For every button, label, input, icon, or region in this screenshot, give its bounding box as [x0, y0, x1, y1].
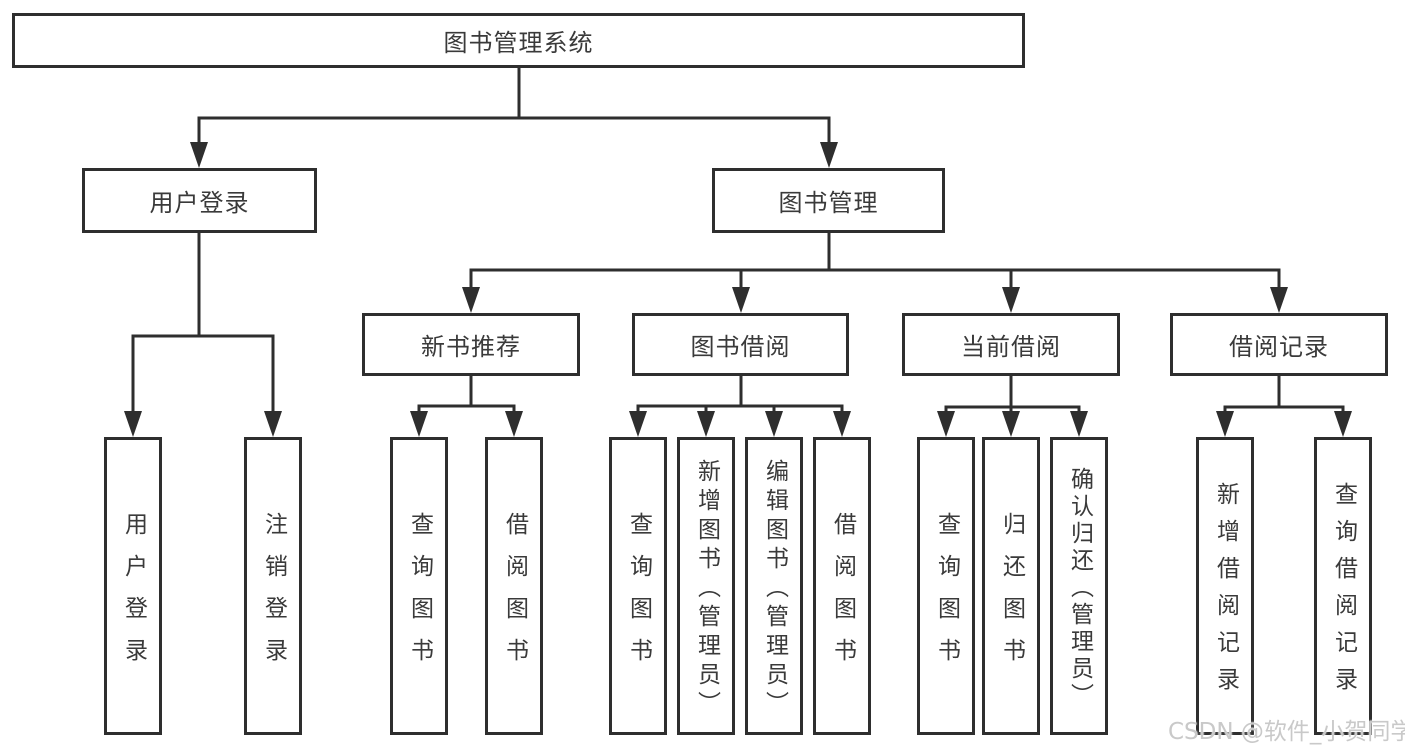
leaf-add-books-admin: 新增图书（管理员） — [677, 437, 735, 735]
leaf-add-borrow-record: 新增借阅记录 — [1196, 437, 1254, 735]
node-label: 图书借阅 — [690, 333, 791, 361]
leaf-logout-login: 注销登录 — [244, 437, 302, 735]
leaf-query-borrow-record: 查询借阅记录 — [1314, 437, 1372, 735]
leaf-label: 借阅图书 — [501, 511, 528, 680]
leaf-label: 查询图书 — [625, 511, 652, 680]
leaf-user-login: 用户登录 — [104, 437, 162, 735]
node-user-login: 用户登录 — [82, 168, 317, 233]
csdn-watermark: CSDN @软件_小贺同学 — [1168, 719, 1405, 745]
node-label: 新书推荐 — [421, 333, 521, 361]
leaf-query-books-current: 查询图书 — [917, 437, 975, 735]
node-library-management-system: 图书管理系统 — [12, 13, 1025, 68]
node-label: 图书管理系统 — [443, 29, 594, 57]
node-current-borrowing: 当前借阅 — [902, 313, 1120, 376]
leaf-confirm-return-admin: 确认归还（管理员） — [1050, 437, 1108, 735]
node-new-book-recommend: 新书推荐 — [362, 313, 580, 376]
node-book-borrowing: 图书借阅 — [632, 313, 849, 376]
node-label: 借阅记录 — [1229, 333, 1329, 361]
leaf-query-books-recommend: 查询图书 — [390, 437, 448, 735]
leaf-label: 新增图书（管理员） — [693, 458, 720, 720]
leaf-label: 归还图书 — [998, 511, 1025, 680]
leaf-label: 查询图书 — [406, 511, 433, 680]
leaf-borrow-books-borrowing: 借阅图书 — [813, 437, 871, 735]
arrowheads — [124, 142, 1352, 437]
leaf-label: 查询借阅记录 — [1330, 482, 1357, 704]
leaf-query-books-borrowing: 查询图书 — [609, 437, 667, 735]
node-label: 图书管理 — [778, 189, 879, 217]
leaf-borrow-books-recommend: 借阅图书 — [485, 437, 543, 735]
leaf-label: 确认归还（管理员） — [1066, 466, 1093, 710]
node-borrow-records: 借阅记录 — [1170, 313, 1388, 376]
node-label: 当前借阅 — [961, 333, 1061, 361]
leaf-return-books: 归还图书 — [982, 437, 1040, 735]
leaf-label: 用户登录 — [120, 511, 147, 680]
node-label: 用户登录 — [149, 189, 250, 217]
leaf-label: 编辑图书（管理员） — [761, 458, 788, 720]
leaf-label: 新增借阅记录 — [1212, 482, 1239, 704]
leaf-label: 注销登录 — [260, 511, 287, 680]
leaf-edit-books-admin: 编辑图书（管理员） — [745, 437, 803, 735]
leaf-label: 查询图书 — [933, 511, 960, 680]
node-book-management: 图书管理 — [712, 168, 945, 233]
leaf-label: 借阅图书 — [829, 511, 856, 680]
